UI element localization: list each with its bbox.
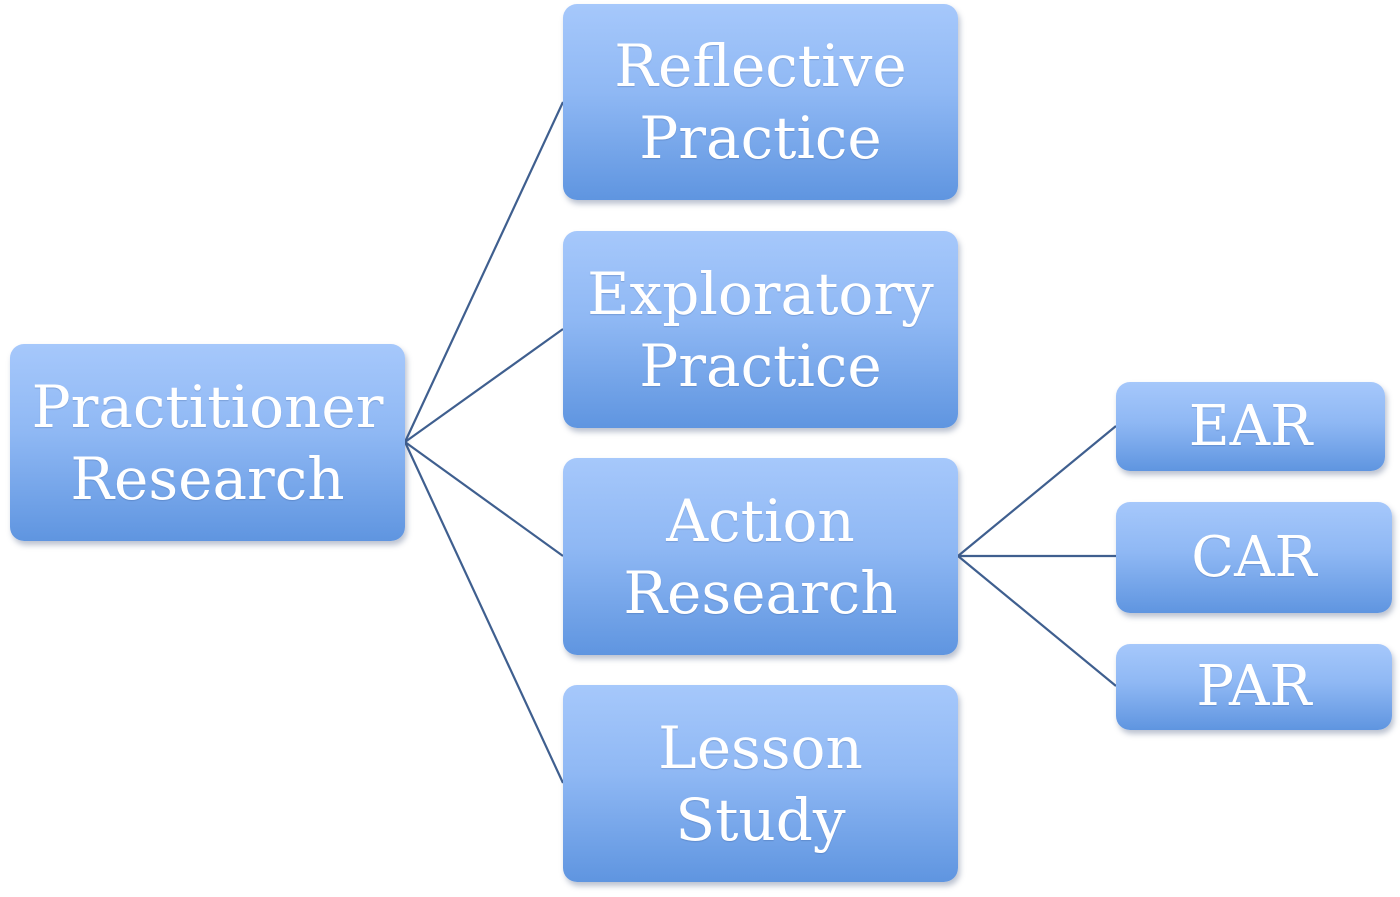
node-ear-label: EAR	[1188, 393, 1313, 459]
connector-root-exploratory	[404, 328, 564, 443]
node-reflective-practice: Reflective Practice	[563, 4, 958, 200]
connector-action-par	[957, 555, 1117, 687]
node-label-line: Lesson	[658, 713, 863, 782]
node-lesson-study: Lesson Study	[563, 685, 958, 882]
node-label-line: Action	[666, 486, 855, 555]
node-practitioner-research-label: Practitioner Research	[32, 371, 384, 515]
node-label-line: Study	[675, 785, 846, 854]
node-car-label: CAR	[1191, 524, 1317, 590]
connector-action-ear	[957, 425, 1117, 557]
node-exploratory-practice: Exploratory Practice	[563, 231, 958, 428]
node-reflective-practice-label: Reflective Practice	[614, 30, 906, 174]
node-exploratory-practice-label: Exploratory Practice	[587, 258, 934, 402]
connector-root-action	[404, 441, 564, 557]
node-lesson-study-label: Lesson Study	[658, 712, 863, 856]
node-car: CAR	[1116, 502, 1392, 613]
node-label-line: EAR	[1188, 393, 1313, 459]
node-label-line: Practice	[639, 331, 882, 400]
node-ear: EAR	[1116, 382, 1385, 471]
node-par-label: PAR	[1196, 655, 1311, 719]
node-label-line: Practitioner	[31, 372, 384, 441]
node-label-line: Research	[70, 444, 345, 513]
node-action-research: Action Research	[563, 458, 958, 655]
node-action-research-label: Action Research	[623, 485, 897, 629]
node-label-line: CAR	[1191, 524, 1317, 590]
node-par: PAR	[1116, 644, 1392, 730]
node-label-line: Research	[623, 558, 898, 627]
connector-root-lesson	[404, 441, 564, 784]
node-label-line: Reflective	[614, 32, 907, 100]
node-label-line: PAR	[1196, 654, 1312, 719]
node-label-line: Practice	[639, 104, 882, 172]
node-practitioner-research: Practitioner Research	[10, 344, 405, 541]
connector-root-reflective	[404, 101, 564, 443]
node-label-line: Exploratory	[587, 259, 934, 328]
